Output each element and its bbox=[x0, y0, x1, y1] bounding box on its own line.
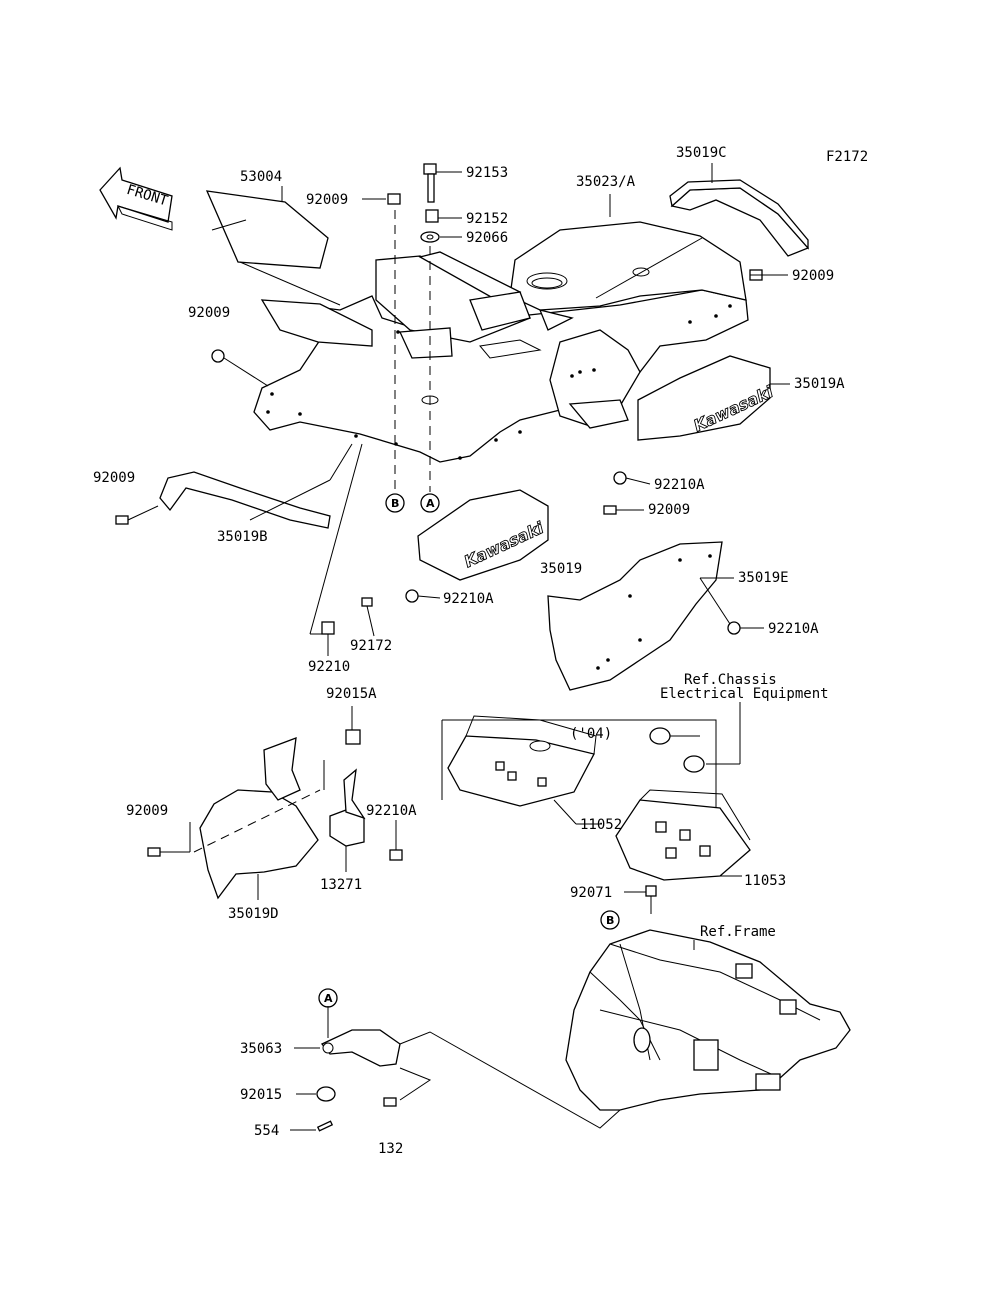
label-35063: 35063 bbox=[240, 1041, 282, 1057]
callout-a-top: A bbox=[420, 493, 440, 513]
label-53004: 53004 bbox=[240, 169, 282, 185]
label-92210A-3: 92210A bbox=[768, 621, 819, 637]
label-92009-top: 92009 bbox=[306, 192, 348, 208]
part-53004-pad bbox=[205, 186, 341, 306]
ref-frame: Ref.Frame bbox=[700, 924, 776, 940]
part-35019D-inner-guard bbox=[189, 737, 325, 900]
label-92210A-1: 92210A bbox=[654, 477, 705, 493]
ref-chassis-line2: Electrical Equipment bbox=[660, 686, 829, 702]
label-92015A: 92015A bbox=[326, 686, 377, 702]
part-35019B-trim bbox=[159, 443, 353, 529]
svg-text:B: B bbox=[606, 914, 614, 927]
label-04: ('04) bbox=[570, 726, 612, 742]
label-92066: 92066 bbox=[466, 230, 508, 246]
label-92153: 92153 bbox=[466, 165, 508, 181]
svg-text:B: B bbox=[391, 497, 399, 510]
label-35023A: 35023/A bbox=[576, 174, 636, 190]
label-11053: 11053 bbox=[744, 873, 786, 889]
front-arrow-icon: FRONT bbox=[99, 166, 173, 231]
label-92210A-2: 92210A bbox=[443, 591, 494, 607]
label-92172: 92172 bbox=[350, 638, 392, 654]
label-92210: 92210 bbox=[308, 659, 350, 675]
label-35019C: 35019C bbox=[676, 145, 727, 161]
part-11053-battery-tray bbox=[615, 789, 751, 881]
part-labels: 53004 92153 92009 92152 92066 35023/A 35… bbox=[93, 145, 845, 1139]
label-92210A-4: 92210A bbox=[366, 803, 417, 819]
label-92009-mid: 92009 bbox=[648, 502, 690, 518]
part-92015-nut bbox=[296, 1086, 336, 1102]
page-number: 132 bbox=[378, 1141, 403, 1157]
callout-a-bottom: A bbox=[318, 988, 338, 1008]
label-35019D: 35019D bbox=[228, 906, 279, 922]
label-92009-d: 92009 bbox=[126, 803, 168, 819]
label-35019A: 35019A bbox=[794, 376, 845, 392]
label-92071: 92071 bbox=[570, 885, 612, 901]
leader-lines bbox=[127, 171, 788, 914]
part-35063-bracket bbox=[294, 1006, 621, 1129]
svg-text:A: A bbox=[426, 497, 435, 510]
label-92009-rt: 92009 bbox=[792, 268, 834, 284]
label-554: 554 bbox=[254, 1123, 279, 1139]
part-11052-battery-case bbox=[441, 715, 717, 862]
label-35019: 35019 bbox=[540, 561, 582, 577]
callout-b-frame: B bbox=[600, 910, 620, 930]
label-92009-b: 92009 bbox=[93, 470, 135, 486]
label-11052: 11052 bbox=[580, 817, 622, 833]
label-35019B: 35019B bbox=[217, 529, 268, 545]
label-92152: 92152 bbox=[466, 211, 508, 227]
frame-assembly bbox=[565, 929, 851, 1111]
ref-chassis-line1: Ref.Chassis bbox=[684, 672, 777, 688]
label-35019E: 35019E bbox=[738, 570, 789, 586]
callout-b-top: B bbox=[385, 493, 405, 513]
label-92015: 92015 bbox=[240, 1087, 282, 1103]
diagram-code: F2172 bbox=[826, 149, 868, 165]
label-92009-left: 92009 bbox=[188, 305, 230, 321]
part-35019C-trim bbox=[669, 163, 810, 257]
svg-text:A: A bbox=[324, 992, 333, 1005]
label-13271: 13271 bbox=[320, 877, 362, 893]
part-13271-plate bbox=[329, 768, 366, 872]
part-35023-rear-fender bbox=[253, 194, 749, 463]
part-554-screw bbox=[290, 1097, 397, 1132]
part-35019E-mud-guard bbox=[547, 541, 734, 691]
part-35019A-side-panel: Kawasaki bbox=[637, 355, 790, 441]
